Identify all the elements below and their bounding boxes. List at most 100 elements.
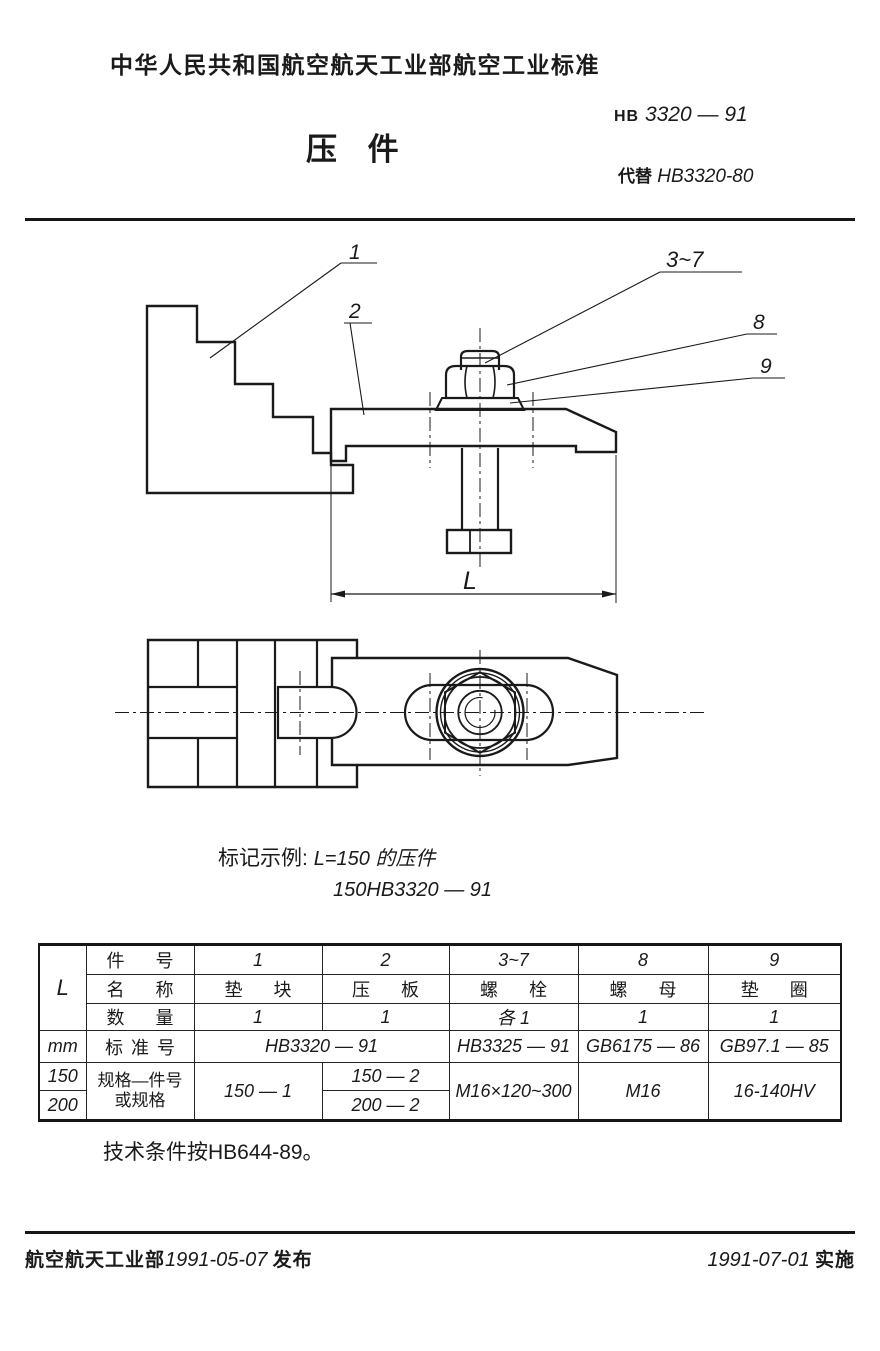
cell-spec-nut: M16: [577, 1062, 709, 1121]
elongated-hole: [403, 683, 555, 742]
nut-hexagon: [444, 670, 516, 755]
spec-label-line2: 或规格: [114, 1091, 166, 1110]
cell-spec-washer: 16-140HV: [707, 1062, 842, 1121]
marking-example-label: 标记示例:: [218, 847, 308, 870]
cell-part-no-2: 2: [321, 944, 450, 975]
dim-l-label: L: [463, 567, 477, 595]
cell-spec-part2-200: 200 — 2: [321, 1090, 450, 1121]
cell-label-std: 标 准 号: [85, 1030, 195, 1063]
cell-qty-3-7: 各 1: [448, 1003, 579, 1031]
callouts: 1 2 3~7 8 9: [209, 241, 785, 416]
cell-qty-2: 1: [321, 1003, 450, 1031]
table-row: L 件 号 1 2 3~7 8 9: [38, 944, 842, 1031]
callout-3-7: 3~7: [666, 247, 704, 272]
standard-prefix: HB: [614, 108, 640, 125]
standard-number-value: 3320 — 91: [644, 103, 748, 126]
cell-label-qty: 数 量: [85, 1003, 195, 1031]
cell-label-part-no: 件 号: [85, 944, 195, 975]
block-slot: [276, 685, 358, 740]
replaces-number: HB3320-80: [657, 166, 754, 187]
thread-arc: [464, 696, 496, 729]
dimension-l: L: [330, 455, 617, 603]
table-row: 名 称 垫 块 压 板 螺 栓 螺 母 垫 圈: [39, 974, 842, 1004]
cell-qty-1: 1: [193, 1003, 323, 1031]
cell-corner-l: L: [38, 944, 87, 1031]
cell-qty-9: 1: [707, 1003, 842, 1031]
leader-line-3-7: [484, 271, 742, 364]
cell-part-no-9: 9: [707, 944, 842, 975]
issuing-org-line: 中华人民共和国航空航天工业部航空工业标准: [110, 52, 600, 78]
leader-line-1: [209, 262, 377, 359]
nut-side: [444, 364, 516, 400]
callout-9: 9: [760, 355, 772, 378]
extension-lines: [330, 455, 617, 603]
cell-std-bolt: HB3325 — 91: [448, 1030, 579, 1063]
cell-part-no-1: 1: [193, 944, 323, 975]
cell-std-parts-1-2: HB3320 — 91: [193, 1030, 450, 1063]
leader-line-2: [344, 322, 372, 416]
parts-table: L 件 号 1 2 3~7 8 9 名 称 垫 块 压 板 螺 栓 螺 母 垫 …: [38, 943, 842, 1122]
cell-label-name: 名 称: [85, 974, 195, 1004]
footer-issue-date: 1991-05-07: [165, 1249, 268, 1271]
footer-issuing-org: 航空航天工业部: [25, 1250, 166, 1271]
block-grid-horizontals: [148, 685, 237, 740]
bolt-shank: [460, 448, 500, 530]
cell-std-nut: GB6175 — 86: [577, 1030, 709, 1063]
callout-1: 1: [349, 241, 361, 264]
stepped-block-outline: [145, 304, 355, 495]
cell-part-no-8: 8: [577, 944, 709, 975]
replaces-label: 代替: [618, 167, 652, 186]
cell-label-spec: 规格—件号 或规格: [85, 1062, 195, 1121]
cell-name-1: 垫 块: [193, 974, 323, 1004]
footer-effective-date: 1991-07-01: [707, 1249, 810, 1271]
spec-label-line1: 规格—件号: [97, 1071, 183, 1091]
footer-divider: [25, 1231, 855, 1234]
marking-example-text: L=150 的压件: [313, 848, 436, 870]
cell-part-no-3-7: 3~7: [448, 944, 579, 975]
table-row: 数 量 1 1 各 1 1 1: [39, 1003, 842, 1031]
clamp-assembly-drawing: L 1 2 3~7 8 9: [115, 241, 785, 789]
slot-centerlines: [429, 392, 534, 468]
nut-facet-lines: [464, 365, 496, 399]
cell-qty-8: 1: [577, 1003, 709, 1031]
cell-unit: mm: [38, 1030, 87, 1063]
callout-8: 8: [753, 311, 765, 334]
dim-arrow-right: [602, 590, 616, 598]
page-title: 压 件: [306, 132, 410, 167]
table-row: 200 200 — 2: [38, 1090, 841, 1121]
bolt-tip: [459, 349, 501, 370]
top-view-centerlines: [115, 650, 708, 776]
callout-2: 2: [348, 300, 361, 323]
technical-conditions-note: 技术条件按HB644-89。: [103, 1141, 324, 1164]
block-top-outline: [146, 638, 359, 789]
replaces-line: 代替 HB3320-80: [618, 162, 753, 188]
side-view: L 1 2 3~7 8 9: [145, 241, 785, 603]
plate-top-outline: [330, 656, 619, 767]
clamp-plate-outline: [329, 407, 618, 463]
block-grid-verticals: [196, 640, 319, 787]
cell-name-2: 压 板: [321, 974, 450, 1004]
table-row: 150 规格—件号 或规格 150 — 1 150 — 2 M16×120~30…: [38, 1062, 842, 1121]
cell-std-washer: GB97.1 — 85: [707, 1030, 842, 1063]
washer-side: [434, 397, 526, 411]
cell-name-3-7: 螺 栓: [448, 974, 579, 1004]
header-divider: [25, 218, 855, 221]
footer-effective-action: 实施: [814, 1250, 855, 1271]
cell-name-8: 螺 母: [577, 974, 709, 1004]
cell-spec-part2-150: 150 — 2: [321, 1062, 450, 1091]
footer-issue-action: 发布: [272, 1250, 313, 1271]
cell-spec-part1: 150 — 1: [193, 1062, 323, 1121]
footer-issue-line: 航空航天工业部1991-05-07 发布: [25, 1245, 313, 1272]
bolt-head: [445, 528, 513, 555]
standard-number: HB 3320 — 91: [614, 103, 748, 127]
marking-example-designation: 150HB3320 — 91: [333, 879, 493, 901]
cell-spec-bolt: M16×120~300: [448, 1062, 579, 1121]
cell-l-200: 200: [38, 1090, 87, 1121]
marking-example-line: 标记示例: L=150 的压件: [218, 842, 435, 872]
top-view: [115, 638, 708, 789]
leader-line-8: [506, 333, 777, 386]
table-row: mm 标 准 号 HB3320 — 91 HB3325 — 91 GB6175 …: [38, 1030, 842, 1063]
leader-line-9: [509, 377, 785, 404]
cell-l-150: 150: [38, 1062, 87, 1091]
